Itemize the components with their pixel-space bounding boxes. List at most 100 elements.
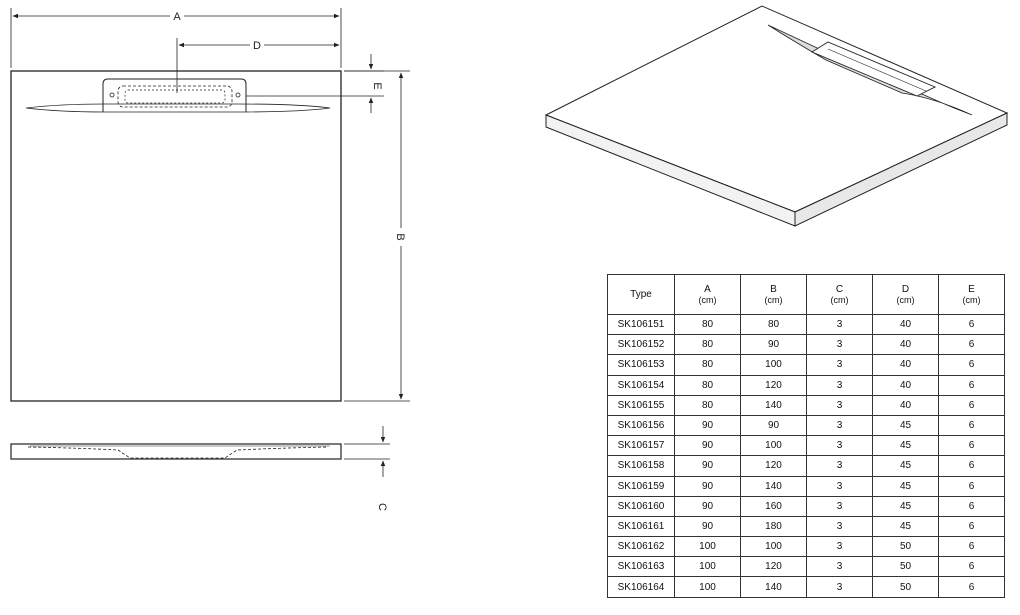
- column-unit: (cm): [830, 294, 849, 305]
- table-cell: SK106161: [607, 515, 675, 538]
- table-cell: SK106160: [607, 495, 675, 517]
- column-header-a: A(cm): [674, 274, 741, 315]
- dimension-label-c: C: [376, 503, 388, 511]
- side-view: [10, 443, 342, 460]
- tray-outline-side: [10, 443, 342, 460]
- dimension-label-b: B: [394, 233, 406, 240]
- table-cell: SK106162: [607, 536, 675, 558]
- table-cell: 6: [938, 495, 1005, 517]
- table-cell: 100: [740, 536, 807, 558]
- table-cell: 3: [806, 394, 873, 416]
- table-cell: 120: [740, 556, 807, 578]
- dimension-c: [344, 426, 390, 477]
- table-cell: 40: [872, 374, 939, 396]
- isometric-view: [544, 5, 1009, 227]
- table-cell: 3: [806, 495, 873, 517]
- table-cell: 6: [938, 435, 1005, 457]
- table-cell: 80: [674, 334, 741, 356]
- table-cell: 100: [674, 576, 741, 598]
- table-cell: 6: [938, 313, 1005, 336]
- drain-grate-inner: [124, 89, 226, 104]
- table-cell: 90: [674, 515, 741, 538]
- table-cell: 40: [872, 313, 939, 336]
- table-cell: 6: [938, 334, 1005, 356]
- table-cell: 160: [740, 495, 807, 517]
- table-cell: 6: [938, 475, 1005, 497]
- table-cell: 140: [740, 475, 807, 497]
- table-cell: 80: [740, 313, 807, 336]
- column-name: A: [704, 283, 711, 295]
- table-cell: 6: [938, 374, 1005, 396]
- table-cell: 6: [938, 556, 1005, 578]
- table-cell: 90: [674, 414, 741, 437]
- table-cell: SK106155: [607, 394, 675, 416]
- table-cell: 6: [938, 394, 1005, 416]
- table-cell: 140: [740, 394, 807, 416]
- table-cell: 3: [806, 354, 873, 376]
- iso-top-face: [544, 5, 1009, 213]
- table-cell: 45: [872, 435, 939, 457]
- dimension-a: [10, 8, 342, 68]
- column-name: D: [901, 283, 910, 295]
- table-cell: 90: [674, 455, 741, 477]
- table-cell: 6: [938, 515, 1005, 538]
- table-cell: SK106151: [607, 313, 675, 336]
- drain-cover-frame: [102, 78, 247, 112]
- table-cell: 140: [740, 576, 807, 598]
- table-cell: 45: [872, 455, 939, 477]
- table-cell: 3: [806, 515, 873, 538]
- dimension-d: [176, 38, 340, 93]
- table-cell: 50: [872, 576, 939, 598]
- table-cell: SK106154: [607, 374, 675, 396]
- dimension-label-e: E: [371, 82, 383, 89]
- tray-outline-top: [10, 70, 342, 402]
- fixing-hole-right: [235, 92, 241, 98]
- column-name: E: [968, 283, 975, 295]
- table-cell: SK106164: [607, 576, 675, 598]
- table-cell: 6: [938, 536, 1005, 558]
- column-header-b: B(cm): [740, 274, 807, 315]
- table-cell: SK106153: [607, 354, 675, 376]
- table-cell: 80: [674, 394, 741, 416]
- table-cell: 3: [806, 475, 873, 497]
- drain-grate: [117, 85, 233, 108]
- table-cell: 40: [872, 354, 939, 376]
- table-cell: SK106156: [607, 414, 675, 437]
- column-name: B: [770, 283, 777, 295]
- table-cell: SK106157: [607, 435, 675, 457]
- table-cell: 100: [674, 536, 741, 558]
- table-cell: 90: [740, 334, 807, 356]
- table-cell: 100: [740, 354, 807, 376]
- table-cell: 50: [872, 536, 939, 558]
- table-cell: 3: [806, 414, 873, 437]
- table-cell: 3: [806, 374, 873, 396]
- column-unit: (cm): [698, 294, 717, 305]
- table-cell: SK106158: [607, 455, 675, 477]
- table-cell: 90: [674, 475, 741, 497]
- table-cell: 3: [806, 435, 873, 457]
- column-header-c: C(cm): [806, 274, 873, 315]
- table-cell: 100: [674, 556, 741, 578]
- table-cell: 180: [740, 515, 807, 538]
- table-cell: 3: [806, 536, 873, 558]
- table-cell: 100: [740, 435, 807, 457]
- column-unit: (cm): [896, 294, 915, 305]
- column-name: Type: [630, 289, 652, 300]
- column-header-e: E(cm): [938, 274, 1005, 315]
- table-cell: 40: [872, 334, 939, 356]
- dimension-label-a: A: [173, 11, 181, 23]
- drain-channel-line: [25, 103, 331, 113]
- table-cell: 80: [674, 374, 741, 396]
- column-header-d: D(cm): [872, 274, 939, 315]
